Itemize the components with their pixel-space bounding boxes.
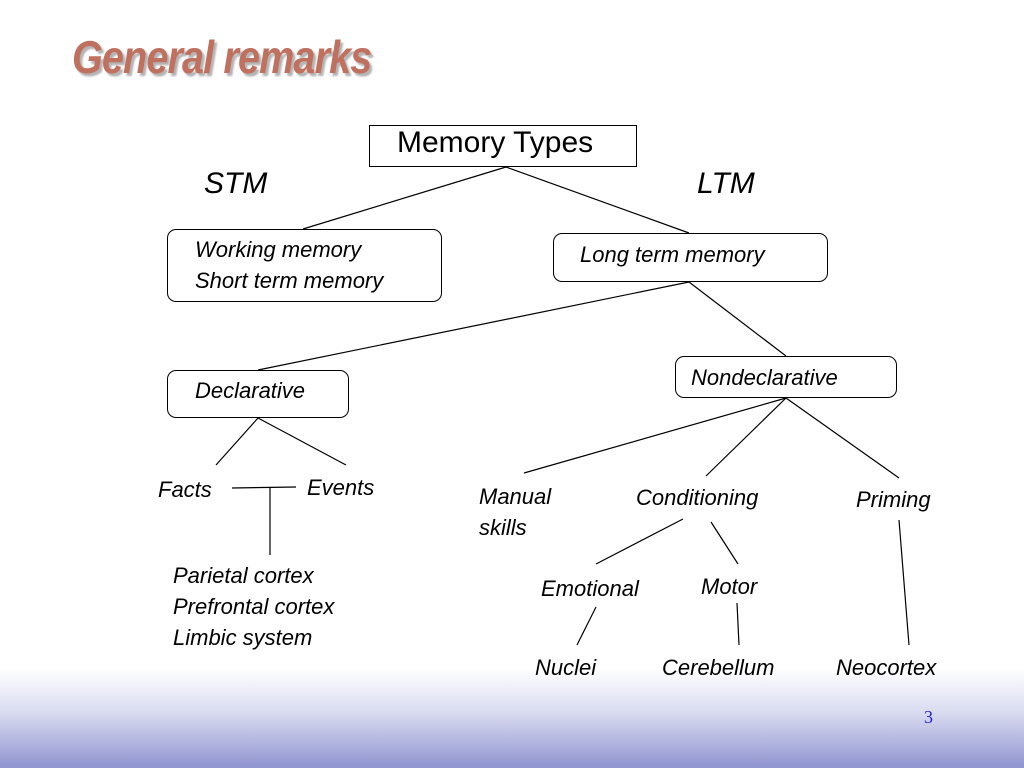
stm-node-box xyxy=(167,229,442,302)
motor-label: Motor xyxy=(701,574,758,599)
stm-node-line2: Short term memory xyxy=(195,268,384,293)
root-node-label: Memory Types xyxy=(397,126,594,159)
declarative-node-box xyxy=(167,370,349,418)
edge-ltm-nondeclarative xyxy=(688,281,787,357)
brain-area-prefrontal: Prefrontal cortex xyxy=(173,594,335,619)
stm-label: STM xyxy=(204,167,268,200)
edge-conditioning-motor xyxy=(710,521,739,565)
edge-declarative-facts xyxy=(215,417,259,466)
edge-facts-events xyxy=(231,486,297,489)
ltm-node-box xyxy=(553,233,828,282)
ltm-node-label: Long term memory xyxy=(580,242,765,267)
nuclei-label: Nuclei xyxy=(535,655,597,680)
footer-gradient-band xyxy=(0,668,1024,768)
nondeclarative-node-label: Nondeclarative xyxy=(691,365,838,390)
nondeclarative-node-box xyxy=(675,356,897,398)
edge-nondecl-conditioning xyxy=(705,397,787,477)
slide-title: General remarks xyxy=(72,31,372,83)
emotional-label: Emotional xyxy=(541,576,639,601)
edge-ltm-declarative xyxy=(257,281,690,371)
edge-nondecl-priming xyxy=(785,397,900,479)
edge-priming-neocortex xyxy=(898,519,910,646)
ltm-label: LTM xyxy=(697,167,755,200)
edge-motor-cerebellum xyxy=(736,602,740,646)
stm-node-line1: Working memory xyxy=(195,237,362,262)
brain-area-limbic: Limbic system xyxy=(173,625,313,650)
edge-conditioning-emotional xyxy=(595,518,684,565)
edge-emotional-nuclei xyxy=(576,606,597,646)
conditioning-label: Conditioning xyxy=(636,485,759,510)
cerebellum-label: Cerebellum xyxy=(662,655,775,680)
manual-skills-line1: Manual xyxy=(479,484,552,509)
declarative-node-label: Declarative xyxy=(195,378,306,403)
edge-root-stm xyxy=(302,166,507,230)
brain-area-parietal: Parietal cortex xyxy=(173,563,314,588)
edge-declarative-events xyxy=(257,417,347,466)
facts-label: Facts xyxy=(158,477,212,502)
events-label: Events xyxy=(307,475,375,500)
root-node-box xyxy=(369,125,637,167)
priming-label: Priming xyxy=(856,487,931,512)
page-number: 3 xyxy=(924,707,933,727)
edge-nondecl-manual xyxy=(523,397,787,474)
neocortex-label: Neocortex xyxy=(836,655,937,680)
manual-skills-line2: skills xyxy=(479,515,527,540)
edge-root-ltm xyxy=(505,166,690,234)
